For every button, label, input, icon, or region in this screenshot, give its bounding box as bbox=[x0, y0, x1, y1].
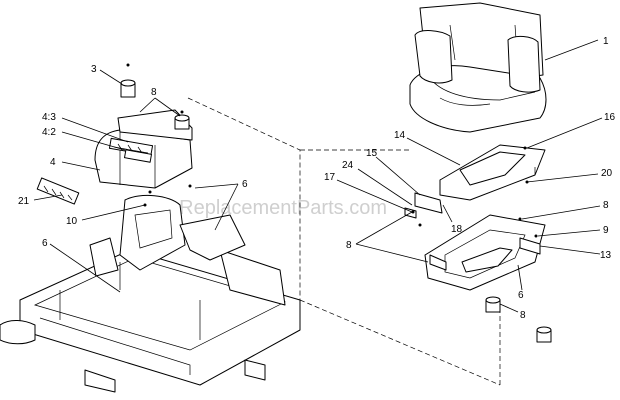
callout-1: 1 bbox=[603, 36, 609, 47]
callout-17: 17 bbox=[324, 172, 336, 183]
callout-13: 13 bbox=[600, 250, 612, 261]
callout-6-upper: 6 bbox=[242, 179, 248, 190]
callout-18: 18 bbox=[451, 224, 463, 235]
chassis-frame bbox=[0, 194, 301, 393]
callout-21: 21 bbox=[18, 196, 30, 207]
leader-lines bbox=[33, 39, 603, 313]
callout-20: 20 bbox=[601, 168, 613, 179]
callout-4: 4 bbox=[50, 157, 56, 168]
hardware-points bbox=[126, 63, 538, 238]
watermark-text: eReplacementParts.com bbox=[168, 197, 387, 219]
seat-plate bbox=[439, 144, 546, 201]
callout-9: 9 bbox=[603, 225, 609, 236]
callout-14: 14 bbox=[394, 130, 406, 141]
callout-labels: 1 3 8 4:3 4:2 4 6 21 10 6 14 16 15 24 17… bbox=[18, 36, 616, 321]
callout-4-2: 4:2 bbox=[42, 127, 56, 138]
suspension-base bbox=[424, 214, 546, 291]
callout-10: 10 bbox=[66, 216, 78, 227]
callout-6-right: 6 bbox=[518, 290, 524, 301]
callout-8-right: 8 bbox=[603, 200, 609, 211]
mount-8-top bbox=[174, 114, 190, 130]
decal-21 bbox=[36, 177, 80, 205]
callout-24: 24 bbox=[342, 160, 354, 171]
callout-15: 15 bbox=[366, 148, 378, 159]
callout-6-lower: 6 bbox=[42, 238, 48, 249]
callout-4-3: 4:3 bbox=[42, 112, 56, 123]
callout-3: 3 bbox=[91, 64, 97, 75]
assembly-boundary bbox=[187, 97, 501, 386]
callout-8-top: 8 bbox=[151, 87, 157, 98]
decal-4-2 bbox=[124, 149, 152, 163]
slide-rail bbox=[404, 192, 443, 219]
callout-16: 16 bbox=[604, 112, 616, 123]
mount-8-bottom-right bbox=[536, 326, 552, 343]
seat bbox=[409, 2, 547, 133]
callout-8-left: 8 bbox=[346, 240, 352, 251]
mount-3 bbox=[120, 79, 136, 98]
callout-8-bottom: 8 bbox=[520, 310, 526, 321]
mount-8-bottom bbox=[485, 296, 501, 313]
